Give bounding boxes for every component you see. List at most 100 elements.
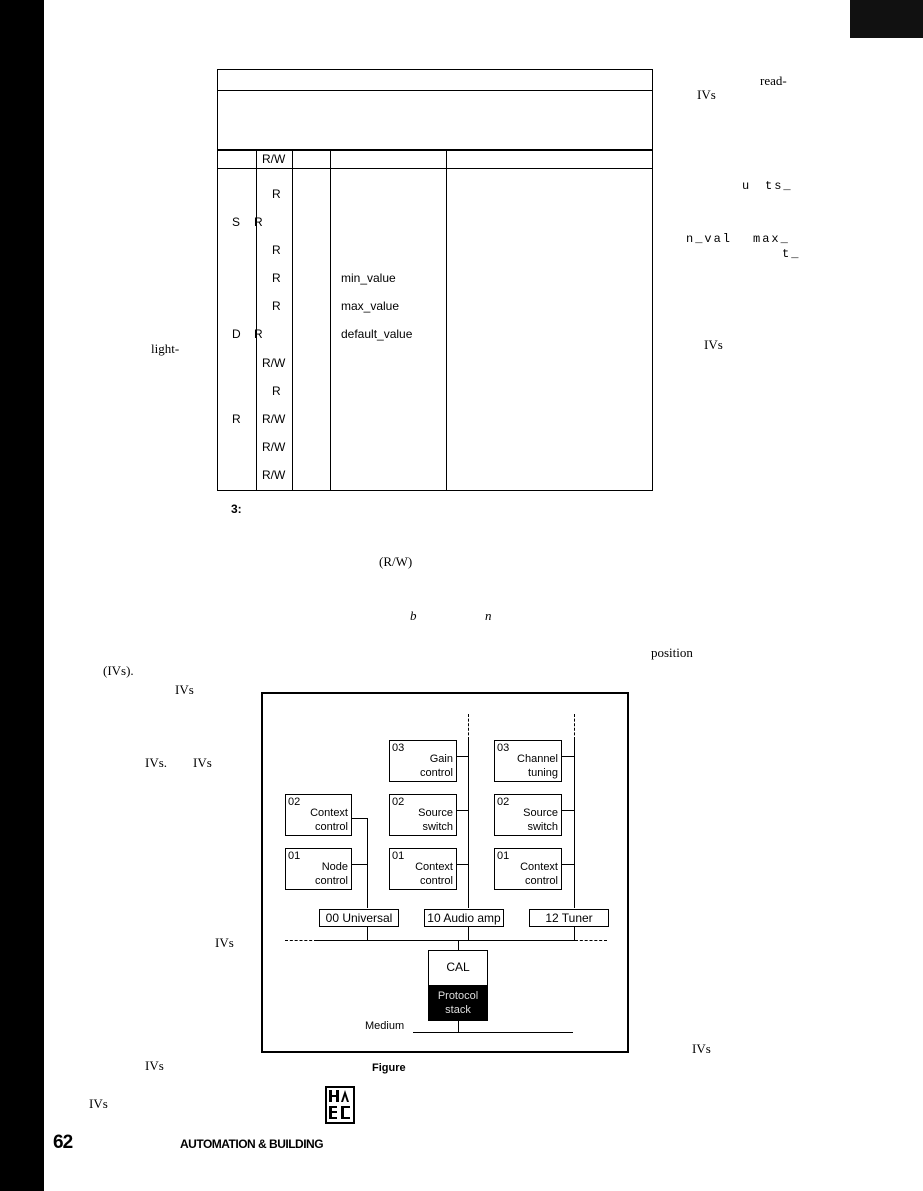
box-number: 03 [392,742,405,754]
cal-architecture-diagram: 03 Gain control 03 Channel tuning 02 Con… [261,692,629,1053]
table-cell: S [232,215,241,229]
connector-line [367,926,368,940]
box-label: control [419,875,453,887]
box-label: control [314,875,348,887]
text-fragment: light- [151,341,180,356]
box-label: control [314,821,348,833]
box-number: 02 [497,796,510,808]
text-fragment: IVs [692,1041,711,1056]
connector-line [455,810,468,811]
left-black-bar [0,0,44,1191]
text-fragment: IVs [215,935,234,950]
box-label: Gain [429,753,453,765]
text-fragment: b [410,608,417,623]
box-label: Source [523,807,558,819]
box-label: Node [321,861,348,873]
parameter-table: R/W S D R R R R R R R R/W R R/W R/W R/W … [217,69,653,491]
table-cell: R [232,412,241,426]
box-number: 02 [288,796,301,808]
page-number: 62 [53,1132,73,1153]
text-fragment: read- [760,73,787,88]
box-number: 01 [497,850,510,862]
dashed-connector [468,714,469,740]
table-cell-rw: R [254,215,263,229]
context-control-box: 01 Context control [494,848,562,890]
box-number: 02 [392,796,405,808]
text-fragment: IVs [145,1058,164,1073]
table-cell-rw: R [272,243,281,257]
channel-tuning-box: 03 Channel tuning [494,740,562,782]
box-label: switch [527,821,558,833]
text-fragment: IVs [193,755,212,770]
connector-line [574,926,575,940]
protocol-stack-box: Protocol stack [428,985,488,1021]
table-column-rule [256,149,257,490]
table-cell-rw: R/W [262,440,286,454]
connector-line [560,864,574,865]
box-label: control [524,875,558,887]
source-switch-box: 02 Source switch [389,794,457,836]
connector-line [455,864,468,865]
text-fragment: IVs [175,682,194,697]
table-cell-rw: R [272,384,281,398]
protocol-label: Protocol [437,990,479,1002]
cal-label: CAL [446,960,470,974]
text-fragment: n [485,608,492,623]
cal-box: CAL [428,950,488,986]
text-fragment: IVs. [145,755,168,770]
connector-line [468,926,469,940]
table-column-rule [330,149,331,490]
node-control-box: 01 Node control [285,848,352,890]
connector-line [458,1021,459,1033]
box-label: Channel [517,753,558,765]
gain-control-box: 03 Gain control [389,740,457,782]
habc-logo-icon-graphic [329,1090,350,1119]
table-cell-rw: R [272,271,281,285]
text-fragment: (R/W) [379,554,413,569]
corner-tab [850,0,923,38]
medium-label: Medium [365,1020,405,1032]
table-cell-name: min_value [341,271,396,285]
connector-line [468,740,469,908]
tuner-application-box: 12 Tuner [529,909,609,927]
text-fragment: position [651,645,693,660]
text-fragment: (IVs). [103,663,134,678]
text-fragment: IVs [89,1096,108,1111]
footer-title: AUTOMATION & BUILDING [180,1137,324,1151]
table-top-rule [218,69,652,70]
box-number: 01 [288,850,301,862]
table-column-rule [292,149,293,490]
connector-line [455,756,468,757]
table-header-rw: R/W [262,152,286,166]
box-label: switch [422,821,453,833]
table-rule [218,90,652,91]
source-switch-box: 02 Source switch [494,794,562,836]
text-fragment: max_ [753,232,790,246]
connector-line [574,740,575,908]
connector-line [560,756,574,757]
table-cell-rw: R/W [262,468,286,482]
table-rule [218,168,652,169]
table-cell-rw: R [272,187,281,201]
box-label: Source [418,807,453,819]
table-cell-rw: R/W [262,412,286,426]
box-label: control [419,767,453,779]
table-rule [218,149,652,151]
figure-caption-word: Figure [372,1062,406,1074]
universal-application-box: 00 Universal [319,909,399,927]
box-label: tuning [528,767,558,779]
text-fragment: n_val [686,232,733,246]
table-cell-name: default_value [341,327,413,341]
text-fragment: IVs [704,337,723,352]
table-cell-rw: R [272,299,281,313]
box-label: Context [310,807,348,819]
table-cell-name: max_value [341,299,400,313]
table-cell-rw: R [254,327,263,341]
table-cell-rw: R/W [262,356,286,370]
audio-amp-application-box: 10 Audio amp [424,909,504,927]
habc-logo-icon [325,1086,355,1124]
connector-line [560,810,574,811]
protocol-label: stack [445,1004,471,1016]
box-number: 03 [497,742,510,754]
text-fragment: t_ [782,247,801,261]
